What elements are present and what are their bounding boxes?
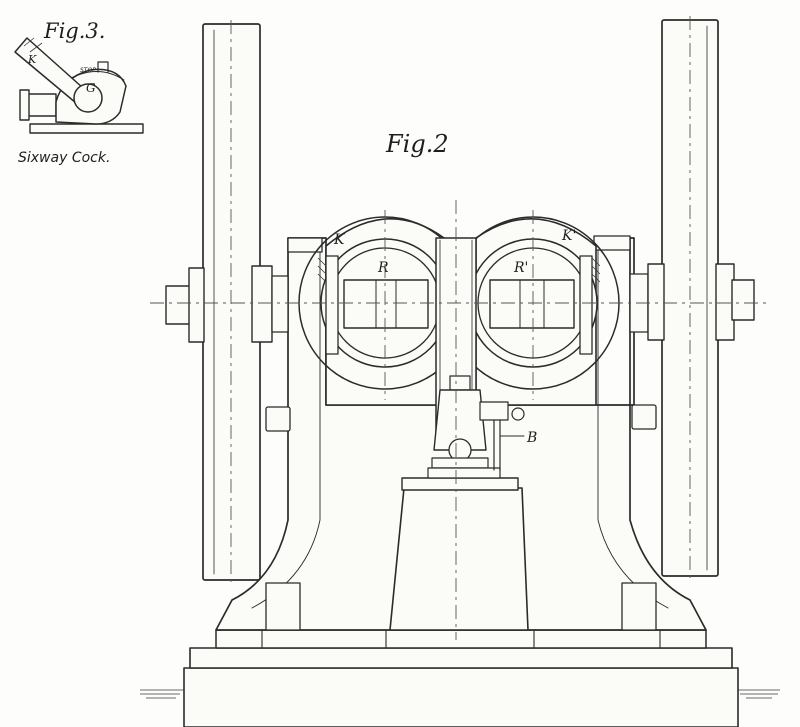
right-valve-hatch (591, 257, 601, 283)
fig3-sixway-cock: Fig.3. STOP K G Sixway Cock. (14, 19, 144, 166)
left-bearing (271, 275, 289, 333)
fig3-pipe-flange (19, 89, 30, 121)
spindle-box (479, 401, 509, 421)
fig3-dial-text: STOP (80, 67, 96, 74)
left-shaft-end (165, 285, 193, 325)
left-valve-plate (325, 255, 339, 355)
fig3-caption: Sixway Cock. (18, 150, 110, 166)
left-hub-outer (188, 267, 205, 343)
fig3-top-nub (97, 61, 109, 73)
ground-hatch (140, 689, 780, 699)
right-valve-label: K' (561, 228, 576, 244)
base-plinth (215, 629, 707, 649)
right-shaft-end (731, 279, 755, 321)
spindle-knob (511, 407, 525, 421)
right-foot (621, 582, 657, 631)
fig2-title: Fig.2 (385, 130, 449, 158)
left-lug (265, 406, 291, 432)
cock-mechanism: B (427, 375, 537, 479)
pedestal (389, 477, 529, 631)
left-valve-hatch (317, 257, 327, 283)
cock-label: B (526, 430, 537, 446)
fig3-cock-label: G (86, 81, 96, 95)
pedestal-body (389, 487, 529, 631)
fig3-lever-label: K (27, 53, 37, 66)
cock-top (449, 375, 471, 391)
pedestal-cap (401, 477, 519, 491)
right-roll-shaft (489, 279, 575, 329)
fig3-base-plate (29, 123, 144, 134)
centre-lines (150, 16, 770, 640)
fig3-title: Fig.3. (43, 19, 105, 43)
cock-base (431, 457, 489, 469)
left-valve-label: K (333, 232, 346, 248)
foundation-block (183, 667, 739, 727)
left-roll-label: R (377, 260, 389, 276)
cock-foot (427, 467, 501, 479)
right-lug (631, 404, 657, 430)
right-roll-label: R' (513, 260, 528, 276)
plinth-joints (261, 629, 661, 649)
fig3-plug (73, 83, 103, 113)
right-roll-shaft-lines (519, 279, 545, 329)
bed-plate (189, 647, 733, 669)
left-hub-inner (251, 265, 273, 343)
main-shaft (165, 263, 755, 343)
fig3-pipe (25, 93, 57, 117)
left-roll-shaft (343, 279, 429, 329)
spindle-rod (493, 419, 501, 471)
fig3-lever-hatch (23, 37, 43, 53)
right-roll-assembly: K' R' (446, 216, 620, 406)
cock-body (433, 389, 487, 451)
foundation (140, 629, 780, 727)
left-roll-shaft-lines (375, 279, 397, 329)
left-foot (265, 582, 301, 631)
right-valve-plate (579, 255, 593, 355)
housing-left-edge-line (251, 239, 321, 609)
right-hub-inner (647, 263, 665, 341)
